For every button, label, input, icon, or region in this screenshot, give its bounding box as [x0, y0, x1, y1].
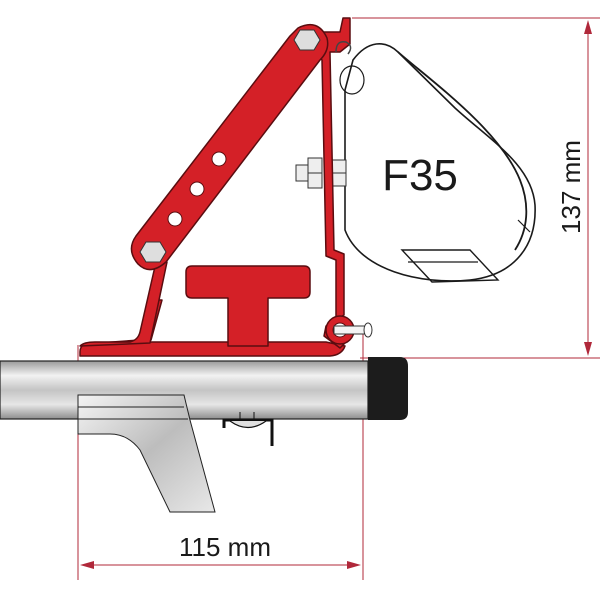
arrow-right-icon: [347, 561, 361, 569]
bolt-nut: [295, 157, 347, 189]
locking-pin: [332, 322, 373, 338]
hex-bolt-icon: [293, 29, 321, 51]
arrow-left-icon: [80, 561, 94, 569]
width-dimension: 115 mm: [77, 330, 364, 580]
roof-rail: [0, 357, 408, 420]
arrow-up-icon: [584, 20, 592, 34]
arm-holes: [139, 29, 321, 263]
arrow-down-icon: [584, 342, 592, 356]
rail-end-cap: [368, 357, 408, 420]
mounting-bracket: [79, 17, 355, 357]
top-hook: [335, 40, 352, 55]
rail-foot: [77, 394, 216, 513]
model-label: F35: [382, 151, 458, 200]
rail-clip: [222, 412, 274, 446]
height-dimension-label: 137 mm: [556, 140, 586, 234]
awning-housing: [339, 43, 536, 283]
hex-bolt-icon: [139, 241, 167, 263]
width-dimension-label: 115 mm: [179, 532, 271, 562]
